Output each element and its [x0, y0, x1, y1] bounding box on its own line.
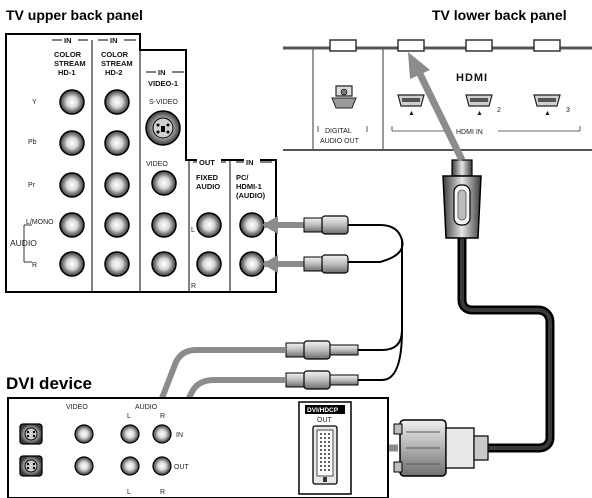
- dvi-r-top-label: R: [160, 413, 165, 420]
- jack-pb-hd1: [59, 130, 85, 156]
- jack-y-hd1: [59, 89, 85, 115]
- pc-hdmi-line3: (AUDIO): [236, 191, 266, 200]
- hdmi-connector: [442, 159, 482, 239]
- dvi-connector: [393, 419, 489, 477]
- colorstream-hd2-line3: HD-2: [105, 68, 123, 77]
- l-mono-label: L/MONO: [26, 219, 54, 226]
- hdmi-port-3-label: 3: [566, 107, 570, 114]
- digital-audio-out-port: [331, 85, 357, 109]
- dvi-jack-audio-r-in: [152, 424, 172, 444]
- upper-back-panel: IN IN IN OUT IN COLOR STREAM HD-1 COLOR …: [5, 33, 277, 293]
- video1-label: VIDEO-1: [148, 79, 178, 88]
- dvi-video-label: VIDEO: [66, 404, 88, 411]
- digital-audio-out-line1: DIGITAL: [325, 128, 352, 135]
- jack-pc-audio-r: [239, 251, 265, 277]
- upper-panel-title: TV upper back panel: [6, 7, 143, 23]
- out-label: OUT: [199, 158, 215, 167]
- dvi-out-label: OUT: [174, 464, 190, 471]
- hdmi-to-dvi-cable: [393, 159, 555, 477]
- dvi-audio-label: AUDIO: [135, 404, 158, 411]
- in-label-pc: IN: [246, 158, 254, 167]
- dvi-device-panel: VIDEO AUDIO L R IN OUT L R DV: [7, 397, 389, 498]
- dvi-jack-video-out: [74, 456, 94, 476]
- jack-y-hd2: [104, 89, 130, 115]
- fixed-audio-r-label: R: [191, 283, 196, 290]
- colorstream-hd2-line1: COLOR: [101, 50, 129, 59]
- pb-label: Pb: [28, 139, 37, 146]
- dvi-svideo-in: [19, 423, 43, 445]
- jack-fixed-audio-l: [196, 212, 222, 238]
- lower-panel-title: TV lower back panel: [432, 7, 567, 23]
- fixed-audio-line2: AUDIO: [196, 182, 220, 191]
- dvi-jack-video-in: [74, 424, 94, 444]
- hdmi-port-1: ▲: [397, 94, 425, 117]
- dvi-hdcp-label: DVI/HDCP: [307, 407, 339, 414]
- pr-label: Pr: [28, 182, 36, 189]
- jack-pr-hd1: [59, 172, 85, 198]
- colorstream-hd1-line2: STREAM: [54, 59, 86, 68]
- rca-plug-top-l: [303, 215, 349, 235]
- dvi-l-top-label: L: [127, 413, 131, 420]
- pc-hdmi-line2: HDMI-1: [236, 182, 262, 191]
- rca-plug-top-r: [303, 254, 349, 274]
- in-label-hd1: IN: [64, 36, 72, 45]
- hdmi-port-2-label: 2: [497, 107, 501, 114]
- digital-audio-out-line2: AUDIO OUT: [320, 138, 360, 145]
- jack-audio-r-hd1: [59, 251, 85, 277]
- dvi-r-bottom-label: R: [160, 489, 165, 496]
- lower-back-panel: DIGITAL AUDIO OUT HDMI ▲ ▲ ▲ 2 3 HDMI IN: [283, 39, 592, 151]
- jack-video1: [151, 170, 177, 196]
- dvi-device-title: DVI device: [6, 374, 92, 393]
- colorstream-hd2-line2: STREAM: [101, 59, 133, 68]
- hdmi-logo: HDMI: [456, 72, 488, 84]
- svideo-label: S-VIDEO: [149, 99, 178, 106]
- svg-text:▲: ▲: [476, 110, 483, 117]
- dvi-jack-audio-l-out: [120, 456, 140, 476]
- r-label: R: [32, 262, 37, 269]
- hdmi-port-3: ▲: [533, 94, 561, 117]
- svg-text:▲: ▲: [408, 110, 415, 117]
- dvi-svideo-out: [19, 455, 43, 477]
- colorstream-hd1-line1: COLOR: [54, 50, 82, 59]
- dvi-jack-audio-r-out: [152, 456, 172, 476]
- jack-pb-hd2: [104, 130, 130, 156]
- jack-pr-hd2: [104, 172, 130, 198]
- svg-text:▲: ▲: [544, 110, 551, 117]
- in-label-hd2: IN: [110, 36, 118, 45]
- hdmi-in-label: HDMI IN: [456, 129, 483, 136]
- svideo-jack: [145, 110, 181, 146]
- jack-pc-audio-l: [239, 212, 265, 238]
- rca-plug-bottom-r: [285, 370, 359, 390]
- jack-fixed-audio-r: [196, 251, 222, 277]
- dvi-in-label: IN: [176, 432, 183, 439]
- dvi-hdcp-out-label: OUT: [317, 417, 333, 424]
- rca-plug-bottom-l: [285, 340, 359, 360]
- fixed-audio-line1: FIXED: [196, 173, 219, 182]
- hdmi-port-2: ▲: [465, 94, 493, 117]
- hdmi-arrow: [408, 52, 466, 162]
- pc-hdmi-line1: PC/: [236, 173, 249, 182]
- in-label-video1: IN: [158, 68, 166, 77]
- upper-jacks: [59, 89, 265, 277]
- jack-audio-r-hd2: [104, 251, 130, 277]
- jack-audio-r-video1: [151, 251, 177, 277]
- dvi-l-bottom-label: L: [127, 489, 131, 496]
- jack-audio-l-hd1: [59, 212, 85, 238]
- colorstream-hd1-line3: HD-1: [58, 68, 76, 77]
- dvi-hdcp-out-port: DVI/HDCP OUT: [298, 401, 352, 495]
- jack-audio-l-hd2: [104, 212, 130, 238]
- video-label: VIDEO: [146, 161, 168, 168]
- dvi-jack-audio-l-in: [120, 424, 140, 444]
- fixed-audio-l-label: L: [191, 227, 195, 234]
- y-label: Y: [32, 99, 37, 106]
- jack-audio-l-video1: [151, 212, 177, 238]
